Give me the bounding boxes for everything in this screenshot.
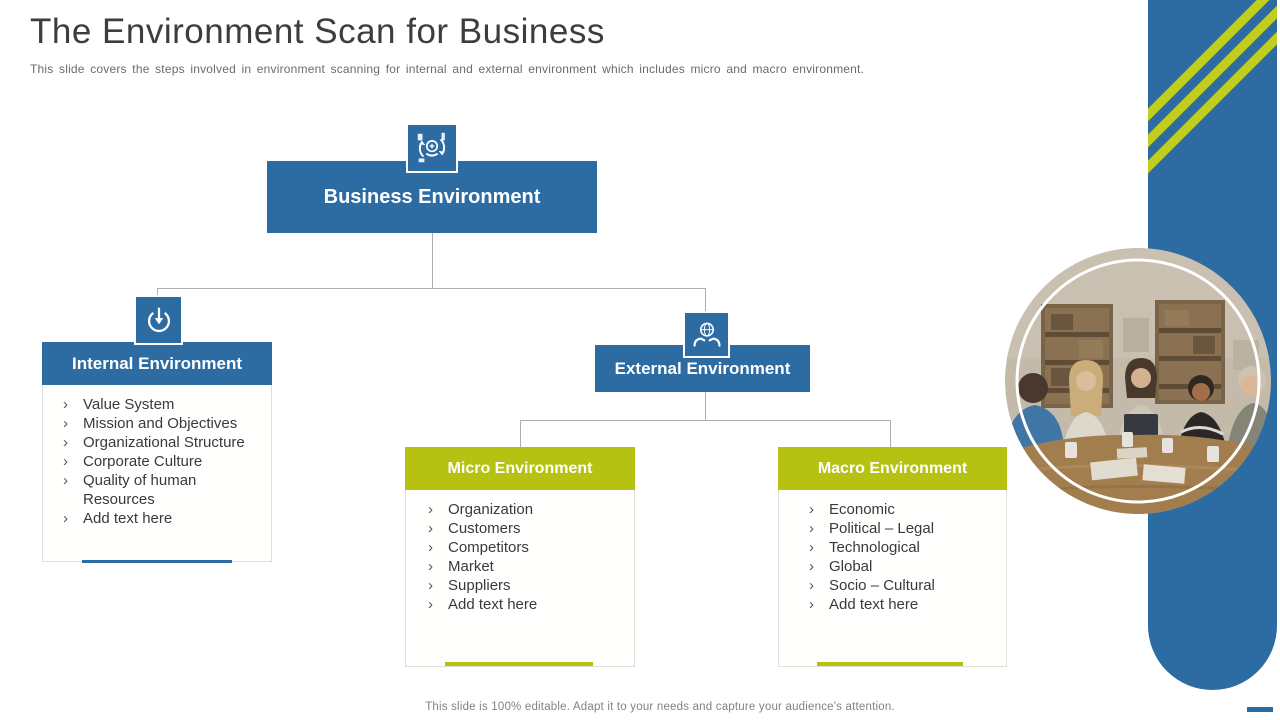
chevron-bullet: › <box>63 415 68 432</box>
list-item: ›Organizational Structure <box>63 434 245 451</box>
list-item: ›Quality of human Resources <box>63 472 197 508</box>
list-item: ›Socio – Cultural <box>809 577 935 594</box>
team-meeting-photo <box>1005 248 1271 514</box>
node-label: Macro Environment <box>817 459 968 477</box>
connector-micro-down <box>520 420 521 447</box>
list-item: ›Corporate Culture <box>63 453 203 470</box>
diagonal-stripes <box>1148 0 1277 174</box>
chevron-bullet: › <box>63 453 68 470</box>
page-title: The Environment Scan for Business <box>30 12 605 51</box>
chevron-bullet: › <box>63 510 68 527</box>
list-item: ›Customers <box>428 520 521 537</box>
list-item: ›Mission and Objectives <box>63 415 238 432</box>
chevron-bullet: › <box>428 539 433 556</box>
internal-environment-card: ›Value System ›Mission and Objectives ›O… <box>42 385 272 562</box>
list-item: ›Competitors <box>428 539 529 556</box>
power-icon <box>134 295 183 345</box>
node-label: Internal Environment <box>71 353 243 373</box>
footer-note: This slide is 100% editable. Adapt it to… <box>425 701 895 713</box>
chevron-bullet: › <box>809 558 814 575</box>
node-micro-environment: Micro Environment <box>405 447 635 490</box>
chevron-bullet: › <box>428 520 433 537</box>
list-item: ›Economic <box>809 501 895 518</box>
micro-card-accent-line <box>445 662 593 666</box>
node-label: Business Environment <box>323 185 541 208</box>
node-external-environment: External Environment <box>595 345 810 392</box>
chevron-bullet: › <box>63 396 68 413</box>
list-item: ›Suppliers <box>428 577 511 594</box>
node-business-environment: Business Environment <box>267 161 597 233</box>
connector-macro-down <box>890 420 891 447</box>
list-item: ›Add text here <box>428 596 538 613</box>
chevron-bullet: › <box>428 558 433 575</box>
connector-external-down <box>705 288 706 312</box>
list-item: ›Add text here <box>63 510 173 527</box>
chevron-bullet: › <box>809 501 814 518</box>
micro-environment-list: ›Organization ›Customers ›Competitors ›M… <box>406 490 634 614</box>
accent-dash <box>1247 707 1273 712</box>
node-label: External Environment <box>614 358 791 378</box>
connector-level1-horizontal <box>157 288 705 289</box>
macro-card-accent-line <box>817 662 963 666</box>
chevron-bullet: › <box>428 501 433 518</box>
list-item: ›Organization <box>428 501 534 518</box>
list-item: ›Value System <box>63 396 175 413</box>
list-item: ›Political – Legal <box>809 520 935 537</box>
internal-card-accent-line <box>82 560 232 563</box>
page-subtitle: This slide covers the steps involved in … <box>30 62 865 76</box>
chevron-bullet: › <box>63 472 68 489</box>
connector-level2-horizontal <box>520 420 890 421</box>
chevron-bullet: › <box>428 577 433 594</box>
chevron-bullet: › <box>809 577 814 594</box>
micro-environment-card: ›Organization ›Customers ›Competitors ›M… <box>405 490 635 667</box>
chevron-bullet: › <box>809 520 814 537</box>
list-item: ›Global <box>809 558 873 575</box>
business-scan-icon <box>406 123 458 173</box>
list-item: ›Market <box>428 558 494 575</box>
list-item: ›Technological <box>809 539 920 556</box>
list-item: ›Add text here <box>809 596 919 613</box>
chevron-bullet: › <box>428 596 433 613</box>
node-macro-environment: Macro Environment <box>778 447 1007 490</box>
hands-globe-icon <box>683 311 730 358</box>
connector-external-out <box>705 392 706 420</box>
connector-internal-down <box>157 288 158 297</box>
internal-environment-list: ›Value System ›Mission and Objectives ›O… <box>43 385 271 528</box>
chevron-bullet: › <box>809 539 814 556</box>
macro-environment-list: ›Economic ›Political – Legal ›Technologi… <box>779 490 1006 614</box>
chevron-bullet: › <box>809 596 814 613</box>
chevron-bullet: › <box>63 434 68 451</box>
node-label: Micro Environment <box>447 459 593 477</box>
macro-environment-card: ›Economic ›Political – Legal ›Technologi… <box>778 490 1007 667</box>
node-internal-environment: Internal Environment <box>42 342 272 385</box>
connector-root-down <box>432 233 433 288</box>
